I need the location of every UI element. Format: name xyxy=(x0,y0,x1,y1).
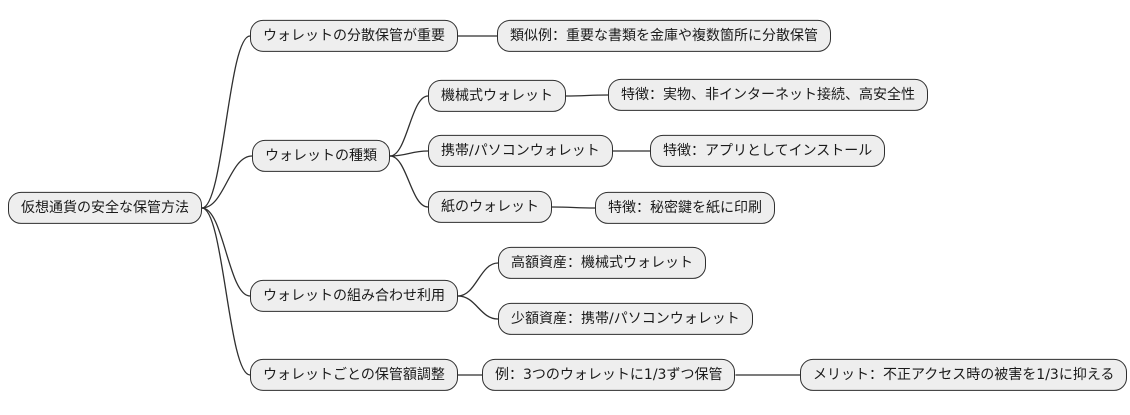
node-hardware-wallet-features: 特徴：実物、非インターネット接続、高安全性 xyxy=(608,78,928,112)
node-mobile-pc-wallet: 携帯/パソコンウォレット xyxy=(428,134,613,168)
node-paper-wallet: 紙のウォレット xyxy=(428,190,552,224)
node-small-value-assets: 少額資産：携帯/パソコンウォレット xyxy=(498,302,753,336)
node-root-safe-storage: 仮想通貨の安全な保管方法 xyxy=(8,191,202,225)
node-high-value-assets: 高額資産：機械式ウォレット xyxy=(498,246,706,280)
node-wallet-combination: ウォレットの組み合わせ利用 xyxy=(250,279,458,313)
node-analogy-documents: 類似例：重要な書類を金庫や複数箇所に分散保管 xyxy=(497,19,831,53)
node-hardware-wallet: 機械式ウォレット xyxy=(428,79,566,113)
node-mobile-pc-wallet-features: 特徴：アプリとしてインストール xyxy=(650,134,886,168)
node-example-one-third-storage: 例：3つのウォレットに1/3ずつ保管 xyxy=(482,358,736,392)
node-merit-limit-damage: メリット：不正アクセス時の被害を1/3に抑える xyxy=(800,358,1128,392)
node-wallet-types: ウォレットの種類 xyxy=(252,139,390,173)
node-paper-wallet-features: 特徴：秘密鍵を紙に印刷 xyxy=(595,191,775,225)
node-distributed-storage-important: ウォレットの分散保管が重要 xyxy=(250,19,458,53)
node-storage-amount-adjustment: ウォレットごとの保管額調整 xyxy=(250,358,458,392)
